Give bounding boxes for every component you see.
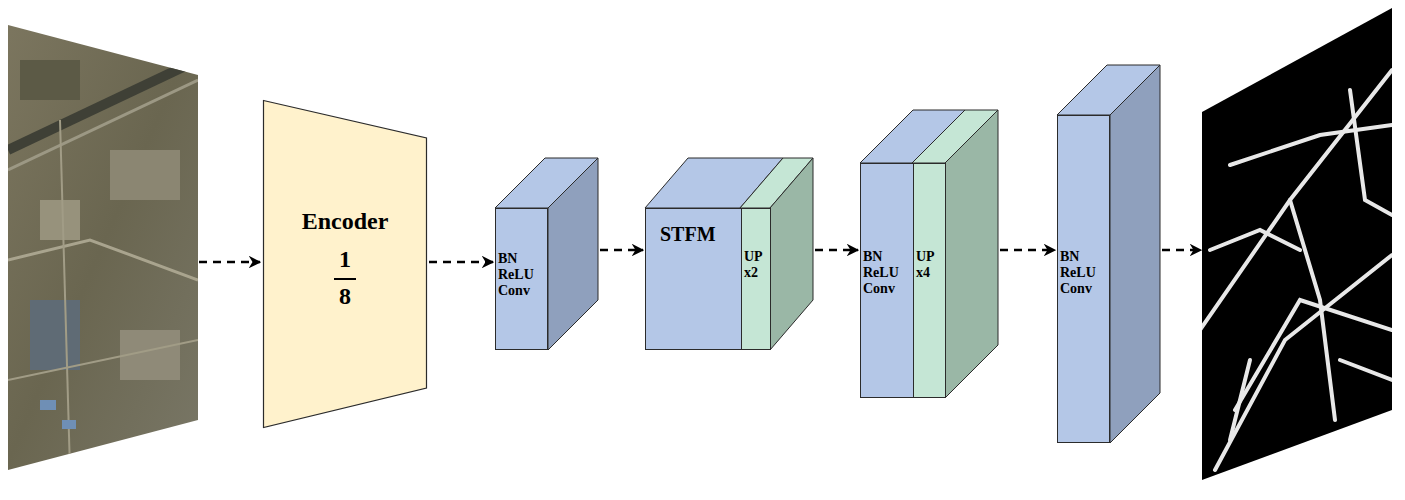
- image-road: [8, 80, 198, 170]
- image-roof: [62, 420, 76, 429]
- box-side-face: [945, 110, 998, 398]
- box-side-face: [1110, 65, 1160, 443]
- upsample-block: UP x2: [741, 208, 771, 350]
- mask-road: [1215, 255, 1392, 470]
- image-patch: [40, 200, 80, 240]
- layer-label: BN ReLU Conv: [863, 249, 899, 297]
- mask-road: [1340, 360, 1392, 380]
- upsample-label: UP x4: [916, 249, 934, 281]
- image-road: [8, 240, 198, 280]
- stfm-block: STFM UP x2: [645, 208, 770, 350]
- conv-block: BN ReLU Conv: [495, 208, 548, 350]
- image-road: [60, 120, 70, 470]
- image-ground: [0, 0, 210, 480]
- mask-roads: [1200, 70, 1392, 470]
- encoder-shape: [264, 101, 427, 428]
- scale-numerator: 1: [263, 246, 427, 274]
- dashed-arrow: [1000, 249, 1055, 252]
- encoder-block: Encoder 1 8: [263, 100, 427, 428]
- output-arrow: [1162, 249, 1201, 252]
- scale-denominator: 8: [263, 278, 427, 311]
- image-rail: [8, 60, 198, 150]
- upsample-block: UP x4: [913, 163, 946, 398]
- image-patch: [30, 300, 80, 370]
- image-roof: [40, 400, 56, 410]
- box-side-face: [548, 158, 598, 350]
- output-mask: [1195, 0, 1400, 490]
- box-side-face: [770, 158, 813, 350]
- mask-road: [1200, 70, 1392, 330]
- conv-block: BN ReLU Conv UP x4: [860, 163, 945, 398]
- image-patch: [20, 60, 80, 100]
- dashed-arrow: [600, 249, 643, 252]
- mask-road: [1230, 125, 1392, 165]
- mask-road: [1235, 300, 1392, 410]
- mask-road: [1350, 90, 1392, 215]
- dashed-arrow: [815, 249, 858, 252]
- dashed-arrow: [429, 261, 493, 264]
- image-patch: [110, 150, 180, 200]
- layer-label: BN ReLU Conv: [498, 251, 534, 299]
- mask-ground: [1195, 0, 1400, 490]
- upsample-label: UP x2: [744, 249, 762, 281]
- input-image: [0, 0, 210, 480]
- module-label: STFM: [660, 223, 716, 246]
- block-title: Encoder: [263, 208, 427, 236]
- mask-road: [1210, 230, 1300, 250]
- conv-block: BN ReLU Conv: [1057, 115, 1110, 443]
- image-road: [8, 340, 198, 380]
- mask-road: [1230, 360, 1250, 440]
- input-arrow: [199, 261, 260, 264]
- layer-label: BN ReLU Conv: [1060, 249, 1096, 297]
